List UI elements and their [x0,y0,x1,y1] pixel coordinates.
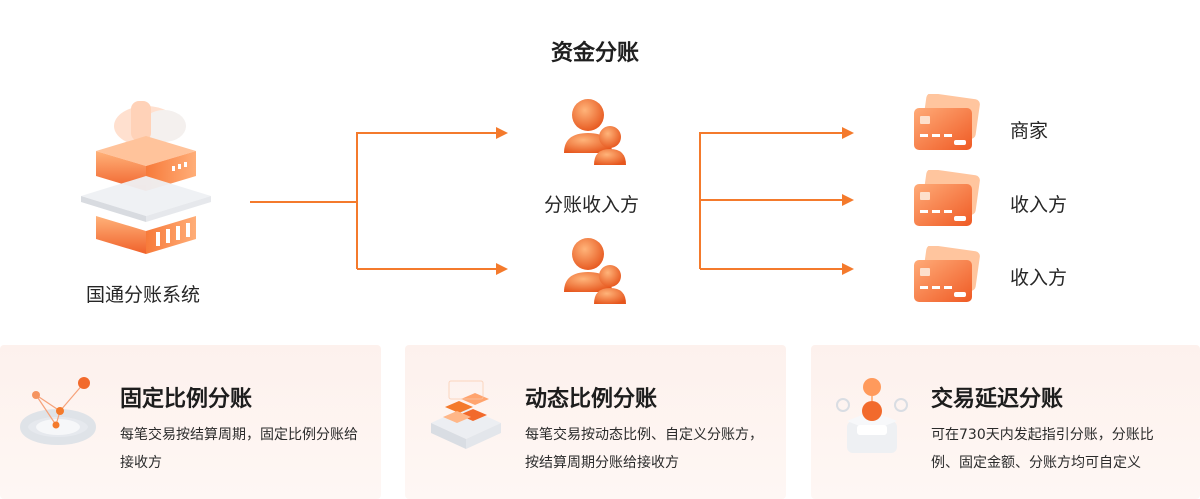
recipient-label: 商家 [1010,120,1049,142]
feature-description: 可在730天内发起指引分账，分账比例、固定金额、分账方均可自定义 [931,427,1154,471]
bank-card-icon [914,94,980,150]
server-cloud-icon [81,101,211,254]
users-icon [564,238,626,304]
ring-network-icon [20,377,96,445]
feature-title: 动态比例分账 [525,387,658,412]
recipient-label: 收入方 [1010,267,1068,289]
feature-description: 每笔交易按动态比例、自定义分账方，按结算周期分账给接收方 [525,427,763,471]
bank-card-icon [914,170,980,226]
flow-arrows [250,127,854,275]
middle-label: 分账收入方 [544,194,640,216]
feature-title: 交易延迟分账 [931,387,1064,412]
feature-description: 每笔交易按结算周期，固定比例分账给接收方 [120,427,358,471]
feature-card: 动态比例分账 每笔交易按动态比例、自定义分账方，按结算周期分账给接收方 [405,345,786,499]
users-icon [564,99,626,165]
recipient-label: 收入方 [1010,194,1068,216]
feature-card: 固定比例分账 每笔交易按结算周期，固定比例分账给接收方 [0,345,381,499]
feature-card: 交易延迟分账 可在730天内发起指引分账，分账比例、固定金额、分账方均可自定义 [811,345,1200,499]
stacked-blocks-icon [431,380,501,449]
bank-card-icon [914,246,980,302]
feature-title: 固定比例分账 [120,387,253,412]
source-label: 国通分账系统 [86,284,201,306]
timer-box-icon [836,378,908,453]
diagram-title: 资金分账 [550,41,639,66]
